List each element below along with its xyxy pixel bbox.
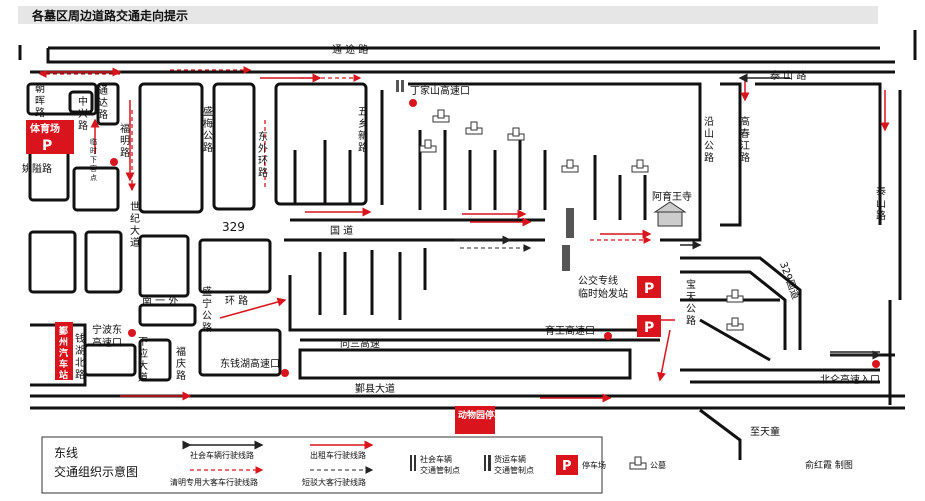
label-ningbodong: 宁波东高速口	[92, 323, 122, 349]
label-ayuwang: 阿育王寺	[652, 190, 692, 203]
header-bar	[18, 6, 878, 24]
legend-control-social: 社会车辆交通管制点	[420, 454, 460, 475]
road-tiantong: 至天童	[750, 425, 780, 438]
svg-text:P: P	[562, 459, 572, 474]
legend-park: 停车场	[582, 460, 606, 470]
location-markers	[110, 99, 880, 377]
road-taishan: 泰 山 路	[770, 69, 806, 82]
drop-off-point: 临时下客点	[90, 137, 97, 182]
legend-title2: 交通组织示意图	[54, 464, 138, 479]
road-huanlu: 环 路	[225, 294, 248, 307]
vertical-road-labels: 盛梅公路 五乡新路 沿山公路 高春江路 泰山路 世纪大道 盛宁公路 东外环路 钱…	[35, 83, 886, 384]
label-dongqianhu: 东钱湖高速口	[220, 357, 280, 370]
road-xiaying: 下应大道	[138, 337, 148, 384]
road-tongda: 通达路	[98, 85, 108, 121]
svg-text:动物园停车场: 动物园停车场	[458, 409, 512, 421]
legend-social: 社会车辆行驶线路	[190, 450, 254, 460]
road-fuqing: 福庆路	[176, 345, 186, 382]
taxi-routes	[40, 67, 890, 403]
svg-text:鄞州汽车站: 鄞州汽车站	[58, 325, 68, 381]
road-taishan-v: 泰山路	[876, 185, 886, 222]
road-baotian: 宝天公路	[686, 278, 696, 327]
label-beilun: 北仑高速入口	[820, 373, 880, 386]
road-329: 329	[222, 220, 245, 234]
road-shengning: 盛宁公路	[202, 285, 212, 334]
road-nanyi: 南 一 外	[142, 294, 178, 307]
road-tongtu: 通 途 路	[332, 43, 368, 56]
svg-text:公墓: 公墓	[650, 460, 666, 470]
svg-text:P: P	[644, 281, 654, 297]
side-streets	[290, 90, 647, 320]
legend-control-freight: 货运车辆交通管制点	[494, 454, 534, 475]
svg-text:P: P	[644, 320, 654, 336]
road-labels: 通 途 路 泰 山 路 国 道 329 同三高速 鄞县大道 至天童 南 一 外 …	[142, 43, 806, 438]
road-tongsan: 同三高速	[340, 337, 380, 350]
road-network	[18, 30, 917, 460]
label-gongjiao: 公交专线临时始发站	[578, 274, 628, 300]
road-chaohui: 朝晖路	[35, 83, 45, 119]
social-routes	[455, 73, 882, 360]
page-title: 各墓区周边道路交通走向提示	[32, 9, 189, 23]
legend-cemetery: 公墓	[629, 456, 666, 470]
road-shengmei: 盛梅公路	[203, 105, 213, 154]
cemetery-icons	[419, 109, 744, 331]
credit: 俞红霞 制图	[805, 459, 853, 471]
parking-p1: P	[637, 276, 661, 298]
road-qianhu: 钱湖北路	[75, 332, 85, 381]
legend: 东线 交通组织示意图 社会车辆行驶线路 出租车行驶线路 清明专用大客车行驶线路 …	[41, 436, 606, 494]
parking-yinzhou: 鄞州汽车站	[55, 322, 73, 381]
bus-routes	[38, 66, 652, 244]
parking-dongwuyuan: 动物园停车场	[455, 406, 512, 434]
legend-shuttle: 短驳大客行驶线路	[302, 477, 366, 487]
parking-p2: P	[637, 315, 661, 337]
road-zhongxing: 中兴路	[78, 95, 88, 132]
road-yinxian: 鄞县大道	[355, 382, 395, 395]
temple-icon	[653, 201, 687, 227]
control-points	[396, 80, 574, 271]
road-fuming: 福明路	[120, 122, 130, 159]
road-guodao: 国 道	[330, 224, 353, 237]
point-labels: 丁家山高速口 阿育王寺 公交专线临时始发站 育王高速口 北仑高速入口 宁波东高速…	[92, 84, 880, 386]
road-wuxiang: 五乡新路	[358, 107, 368, 154]
legend-taxi: 出租车行驶线路	[310, 450, 366, 460]
parking-tiyuchang: 体育场 P	[26, 120, 74, 154]
road-gaochun: 高春江路	[740, 115, 750, 164]
road-yaolong: 姚隘路	[22, 162, 52, 175]
road-dongwai: 东外环路	[258, 130, 268, 179]
label-yuwang: 育王高速口	[545, 324, 595, 337]
legend-title1: 东线	[54, 446, 78, 460]
road-shiji: 世纪大道	[130, 201, 140, 249]
svg-text:P: P	[42, 138, 52, 154]
label-dingjiashan: 丁家山高速口	[410, 84, 470, 97]
svg-text:体育场: 体育场	[30, 122, 60, 135]
legend-qingming: 清明专用大客车行驶线路	[170, 477, 258, 487]
road-yanshan: 沿山公路	[704, 116, 714, 164]
